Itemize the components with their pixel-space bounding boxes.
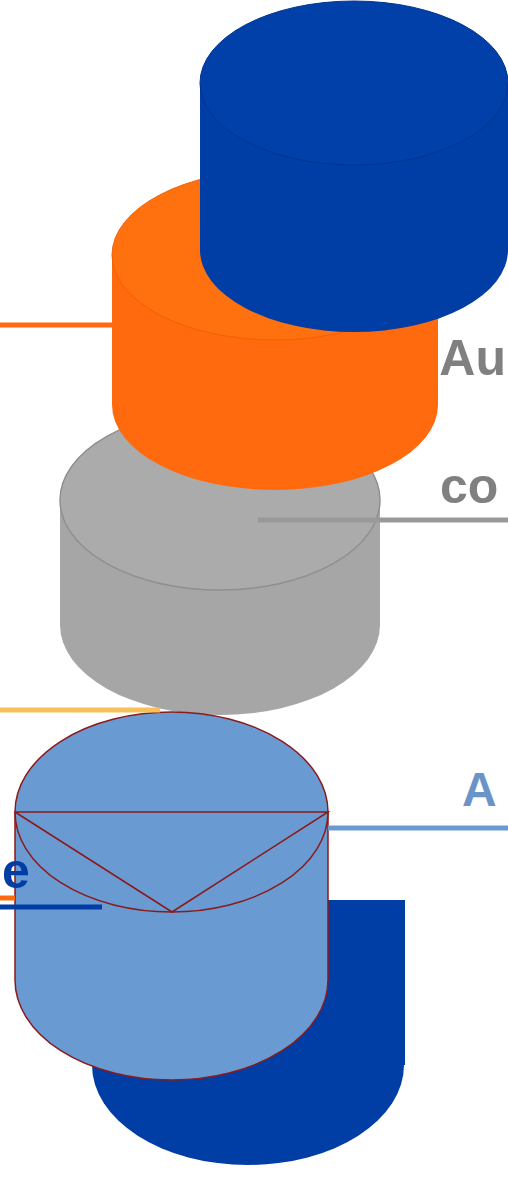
light-blue-cylinder (15, 712, 328, 1080)
side-label: e (2, 846, 30, 896)
side-label: Au (439, 333, 506, 383)
side-label: A (462, 766, 497, 814)
leader-line (0, 896, 15, 901)
leader-line (0, 708, 160, 713)
leader-line (328, 826, 508, 831)
side-label: co (440, 461, 498, 511)
leader-line (258, 518, 508, 523)
blue-cylinder (200, 1, 508, 332)
leader-line (0, 323, 112, 328)
leader-line (0, 905, 102, 910)
